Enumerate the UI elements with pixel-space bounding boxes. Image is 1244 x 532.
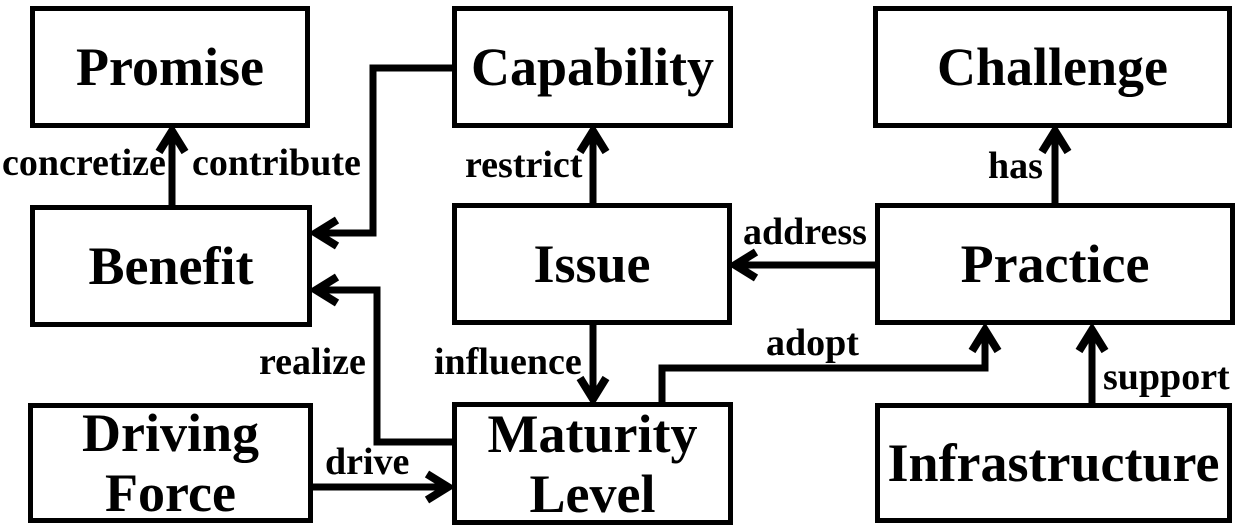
edge-label-address: address xyxy=(743,211,867,253)
node-benefit: Benefit xyxy=(30,205,312,327)
edge-label-has: has xyxy=(988,145,1043,187)
arrowhead-up-capability-icon xyxy=(576,123,610,155)
node-capability: Capability xyxy=(452,6,733,128)
edge-label-contribute: contribute xyxy=(192,142,361,184)
node-issue-label: Issue xyxy=(533,234,651,294)
arrowhead-right-maturity-icon xyxy=(424,470,456,504)
edge-label-drive: drive xyxy=(325,441,410,483)
node-promise: Promise xyxy=(30,6,310,128)
node-issue: Issue xyxy=(452,203,732,325)
node-driving-force-label: Driving Force xyxy=(81,403,259,523)
node-practice: Practice xyxy=(875,203,1235,325)
node-infrastructure: Infrastructure xyxy=(875,403,1232,523)
edge-label-restrict: restrict xyxy=(465,144,583,186)
arrowhead-left-benefit-contribute-icon xyxy=(308,216,340,250)
arrowhead-left-issue-icon xyxy=(727,248,759,282)
edge-label-support: support xyxy=(1103,356,1230,398)
edge-label-realize: realize xyxy=(259,341,366,383)
edge-label-concretize: concretize xyxy=(2,142,166,184)
node-driving-force: Driving Force xyxy=(28,403,313,523)
node-capability-label: Capability xyxy=(470,37,715,97)
edge-label-adopt: adopt xyxy=(766,322,859,364)
edge-label-influence: influence xyxy=(434,341,582,383)
arrowhead-up-challenge-icon xyxy=(1038,123,1072,155)
arrowhead-down-maturity-icon xyxy=(576,375,610,407)
arrowhead-left-benefit-realize-icon xyxy=(308,273,340,307)
node-infrastructure-label: Infrastructure xyxy=(887,433,1220,493)
node-practice-label: Practice xyxy=(960,234,1150,294)
arrowhead-up-practice-support-icon xyxy=(1075,322,1109,354)
node-benefit-label: Benefit xyxy=(88,236,254,296)
node-maturity-level-label: Maturity Level xyxy=(487,403,698,524)
arrowhead-up-practice-adopt-icon xyxy=(968,322,1002,354)
node-promise-label: Promise xyxy=(76,37,264,97)
node-maturity-level: Maturity Level xyxy=(452,402,733,525)
node-challenge: Challenge xyxy=(873,6,1232,128)
node-challenge-label: Challenge xyxy=(936,37,1168,97)
